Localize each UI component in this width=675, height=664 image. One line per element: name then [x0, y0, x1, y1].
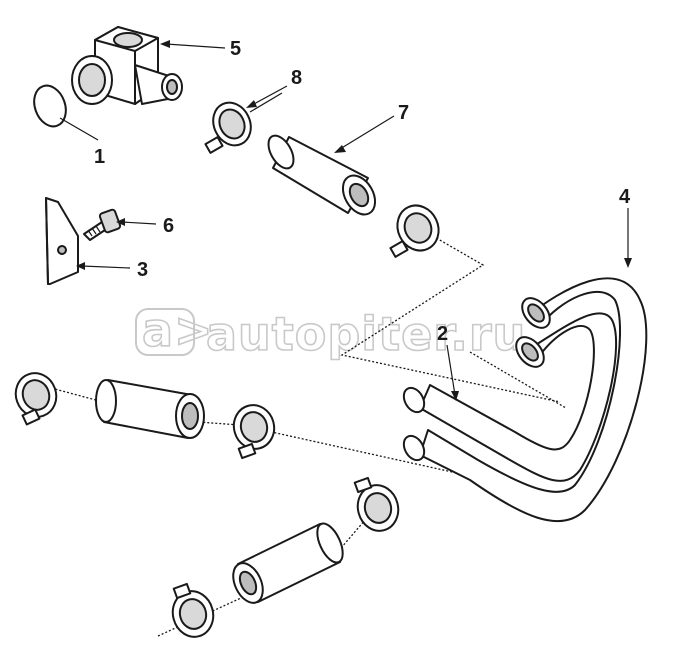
callout-1: 1: [94, 146, 105, 168]
callout-3: 3: [137, 259, 148, 281]
callout-5: 5: [230, 38, 241, 60]
leader-lines: [76, 40, 632, 401]
callout-8: 8: [291, 67, 302, 89]
straight-hose-middle: [95, 379, 205, 439]
watermark: a> autopiter.ru: [135, 302, 526, 362]
gasket-disc: [33, 84, 99, 141]
bolt: [83, 208, 122, 241]
svg-text:a>: a>: [142, 303, 214, 357]
straight-hose-upper: [267, 134, 377, 216]
hose-clamp-left: [14, 372, 58, 426]
hose-clamp-lower-right: [353, 476, 400, 532]
mounting-bracket: [45, 197, 79, 285]
callout-4: 4: [619, 186, 631, 208]
hose-clamp-bottom: [171, 582, 215, 638]
straight-hose-lower: [232, 522, 344, 604]
hose-clamp-upper: [204, 92, 283, 154]
callout-2: 2: [437, 323, 448, 345]
u-bend-hose: [402, 277, 648, 523]
hose-clamp-mid: [389, 204, 440, 258]
hose-clamp-middle: [232, 404, 276, 460]
tee-valve-body: [71, 26, 183, 105]
callout-7: 7: [398, 102, 409, 124]
callout-6: 6: [163, 215, 174, 237]
assembly-lines: [39, 231, 567, 637]
watermark-text: autopiter.ru: [206, 307, 526, 361]
